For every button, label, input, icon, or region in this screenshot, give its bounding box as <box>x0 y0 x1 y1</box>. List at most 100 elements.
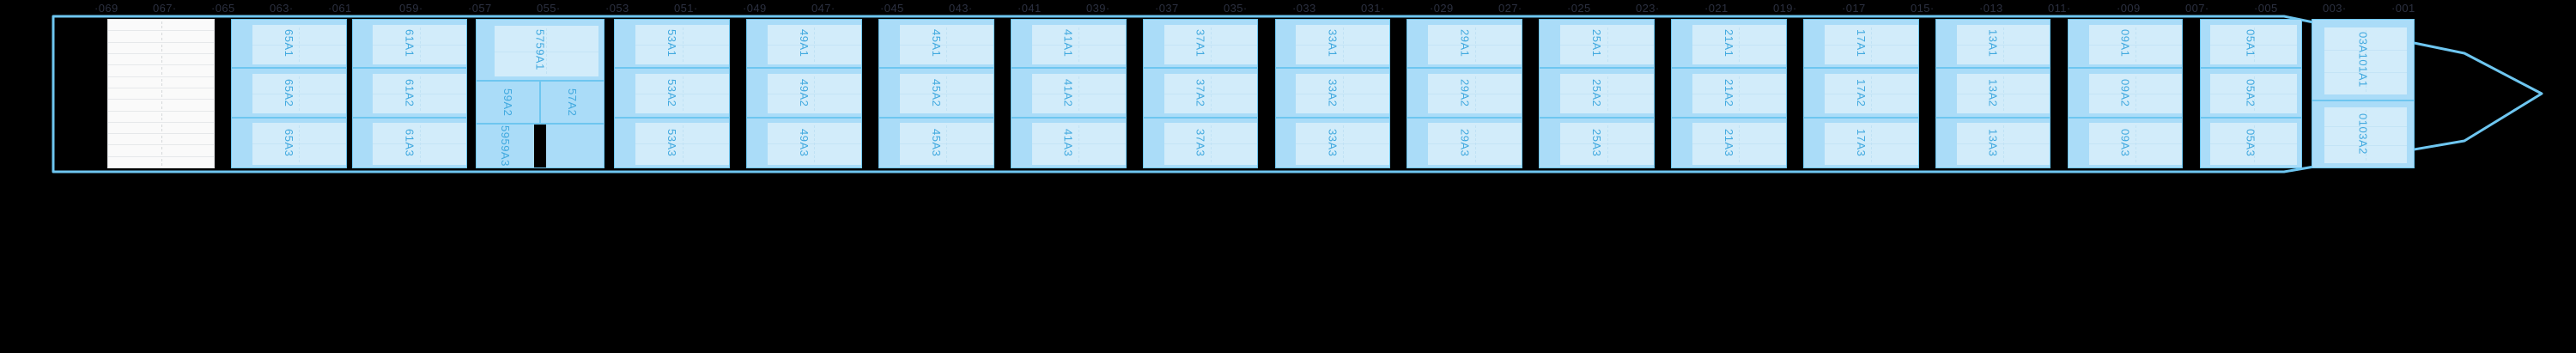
tier-33A1[interactable]: 33A1 <box>1275 20 1390 70</box>
tier-45A2[interactable]: 45A2 <box>879 69 993 119</box>
tier-49A2[interactable]: 49A2 <box>747 69 861 119</box>
tier-45A3[interactable]: 45A3 <box>879 118 993 167</box>
tier-05A1[interactable]: 05A1 <box>2200 20 2301 70</box>
tier-57A2[interactable]: 57A2 <box>538 82 604 124</box>
tier-17A2[interactable]: 17A2 <box>1804 69 1918 119</box>
tier-25A2[interactable]: 25A2 <box>1540 69 1654 119</box>
tier-29A1[interactable]: 29A1 <box>1407 20 1522 70</box>
tier-17A1[interactable]: 17A1 <box>1804 20 1918 70</box>
slot-pad <box>899 24 993 65</box>
tier-bottom-left[interactable]: 5959A3 <box>476 125 534 167</box>
slot-pad <box>1428 24 1522 65</box>
accommodation-block[interactable] <box>107 19 215 168</box>
accommodation-row[interactable] <box>108 123 214 135</box>
accommodation-row[interactable] <box>108 65 214 77</box>
tier-5959A3[interactable]: 5959A3 <box>476 125 604 167</box>
tier-59A2[interactable]: 59A2 <box>476 82 539 124</box>
tier-13A1[interactable]: 13A1 <box>1935 20 2050 70</box>
tier-37A2[interactable]: 37A2 <box>1143 69 1258 119</box>
accommodation-row[interactable] <box>108 31 214 43</box>
slot-pad <box>1428 73 1522 114</box>
tier-53A1[interactable]: 53A1 <box>615 20 729 70</box>
tier-09A3[interactable]: 09A3 <box>2068 118 2183 167</box>
tier-33A3[interactable]: 33A3 <box>1275 118 1390 167</box>
tier-bottom-right[interactable] <box>545 125 604 167</box>
slot-pad <box>768 73 861 114</box>
tier-17A3[interactable]: 17A3 <box>1804 118 1918 167</box>
tier-21A2[interactable]: 21A2 <box>1672 69 1786 119</box>
tier-41A3[interactable]: 41A3 <box>1011 118 1126 167</box>
accommodation-row[interactable] <box>108 77 214 88</box>
slot-centerline <box>299 76 301 112</box>
tier-61A2[interactable]: 61A2 <box>352 69 467 119</box>
accommodation-row[interactable] <box>108 112 214 123</box>
tier-21A1[interactable]: 21A1 <box>1672 20 1786 70</box>
tier-65A2[interactable]: 65A2 <box>232 69 346 119</box>
tier-label: 57A2 <box>565 88 579 117</box>
tier-03A101A1[interactable]: 03A101A1 <box>2312 20 2414 101</box>
accommodation-row[interactable] <box>108 20 214 32</box>
accommodation-row[interactable] <box>108 145 214 157</box>
bay-tick-033: ·033 <box>1292 2 1316 15</box>
bay-tick-021: ·021 <box>1704 2 1728 15</box>
tier-13A3[interactable]: 13A3 <box>1935 118 2050 167</box>
tier-53A2[interactable]: 53A2 <box>615 69 729 119</box>
slot-centerline <box>1211 125 1212 162</box>
tier-09A2[interactable]: 09A2 <box>2068 69 2183 119</box>
tier-61A3[interactable]: 61A3 <box>352 118 467 167</box>
tier-41A2[interactable]: 41A2 <box>1011 69 1126 119</box>
tier-25A3[interactable]: 25A3 <box>1540 118 1654 167</box>
tier-65A1[interactable]: 65A1 <box>232 20 346 70</box>
tier-49A3[interactable]: 49A3 <box>747 118 861 167</box>
tier-37A1[interactable]: 37A1 <box>1143 20 1258 70</box>
tier-61A1[interactable]: 61A1 <box>352 20 467 70</box>
tier-5759A1[interactable]: 5759A1 <box>476 20 604 82</box>
tier-05A2[interactable]: 05A2 <box>2200 69 2301 119</box>
tier-45A1[interactable]: 45A1 <box>879 20 993 70</box>
slot-pad <box>768 24 861 65</box>
tier-09A1[interactable]: 09A1 <box>2068 20 2183 70</box>
slot-pad <box>1560 73 1654 114</box>
accommodation-row[interactable] <box>108 43 214 54</box>
tier-13A2[interactable]: 13A2 <box>1935 69 2050 119</box>
tier-25A1[interactable]: 25A1 <box>1540 20 1654 70</box>
tier-split-middle[interactable]: 59A2 57A2 <box>476 82 604 125</box>
bay-tick-059: 059· <box>399 2 423 15</box>
accommodation-row[interactable] <box>108 88 214 100</box>
slot-centerline <box>2003 76 2005 112</box>
tier-37A3[interactable]: 37A3 <box>1143 118 1258 167</box>
tier-05A3[interactable]: 05A3 <box>2200 118 2301 167</box>
tier-33A2[interactable]: 33A2 <box>1275 69 1390 119</box>
tier-21A3[interactable]: 21A3 <box>1672 118 1786 167</box>
accommodation-row[interactable] <box>108 100 214 112</box>
tier-49A1[interactable]: 49A1 <box>747 20 861 70</box>
accommodation-row[interactable] <box>108 54 214 66</box>
tier-65A3[interactable]: 65A3 <box>232 118 346 167</box>
accommodation-row[interactable] <box>108 134 214 146</box>
tier-29A2[interactable]: 29A2 <box>1407 69 1522 119</box>
tier-41A1[interactable]: 41A1 <box>1011 20 1126 70</box>
tier-29A3[interactable]: 29A3 <box>1407 118 1522 167</box>
slot-pad <box>1163 73 1258 114</box>
slot-pad <box>1692 24 1786 65</box>
accommodation-row[interactable] <box>108 157 214 167</box>
tier-0103A2[interactable]: 0103A2 <box>2312 100 2414 167</box>
tier-53A3[interactable]: 53A3 <box>615 118 729 167</box>
